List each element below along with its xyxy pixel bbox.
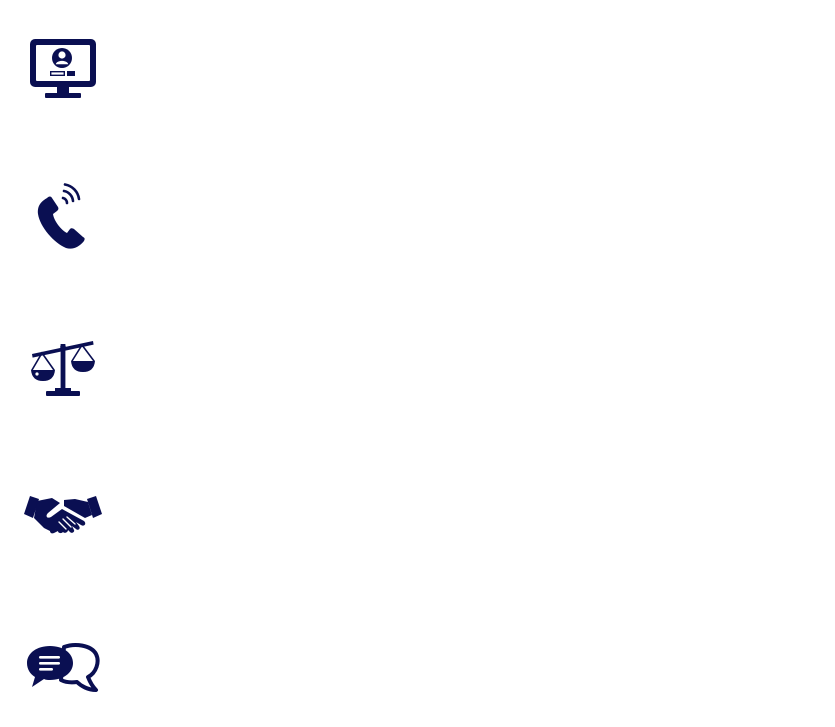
balance-scale-icon xyxy=(29,340,97,398)
chat-bubbles-icon xyxy=(26,642,100,696)
monitor-user-icon xyxy=(29,38,97,100)
handshake-icon xyxy=(24,494,102,544)
phone-call-icon xyxy=(36,183,86,250)
